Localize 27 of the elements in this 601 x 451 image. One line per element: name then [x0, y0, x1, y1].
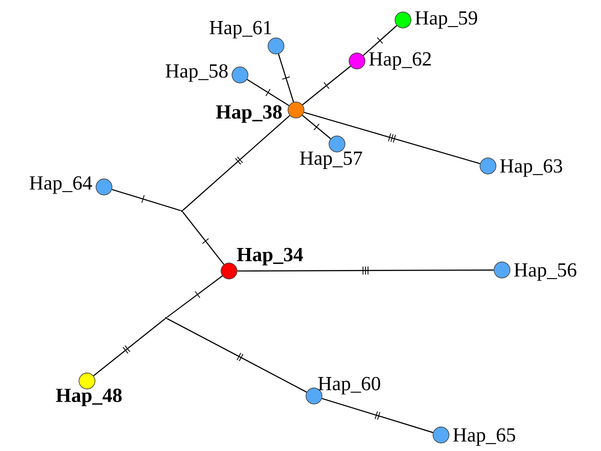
haplotype-label: Hap_65	[453, 428, 516, 446]
network-line	[278, 54, 294, 102]
haplotype-label: Hap_57	[300, 152, 362, 169]
haplotype-label: Hap_34	[236, 248, 303, 266]
haplotype-label: Hap_64	[30, 176, 92, 194]
haplotype-label: Hap_62	[369, 52, 431, 70]
haplotype-label: Hap_59	[415, 11, 478, 29]
network-line	[302, 66, 351, 106]
network-line	[182, 212, 224, 265]
haplotype-label: Hap_48	[56, 388, 122, 406]
network-line	[304, 112, 480, 164]
network-line	[322, 398, 434, 434]
network-line	[182, 115, 290, 211]
network-line	[93, 318, 166, 376]
network-line	[362, 25, 398, 56]
haplotype-label: Hap_58	[166, 64, 228, 82]
network-line	[237, 266, 494, 275]
network-line	[246, 78, 290, 106]
haplotype-label: Hap_61	[210, 20, 272, 38]
haplotype-label: Hap_63	[500, 159, 562, 177]
network-line	[166, 276, 223, 318]
network-line	[112, 188, 181, 212]
network-line	[166, 318, 307, 393]
haplotype-label: Hap_38	[216, 105, 282, 123]
haplotype-label: Hap_60	[318, 376, 380, 394]
haplotype-label: Hap_56	[514, 263, 576, 281]
network-line	[302, 114, 331, 140]
